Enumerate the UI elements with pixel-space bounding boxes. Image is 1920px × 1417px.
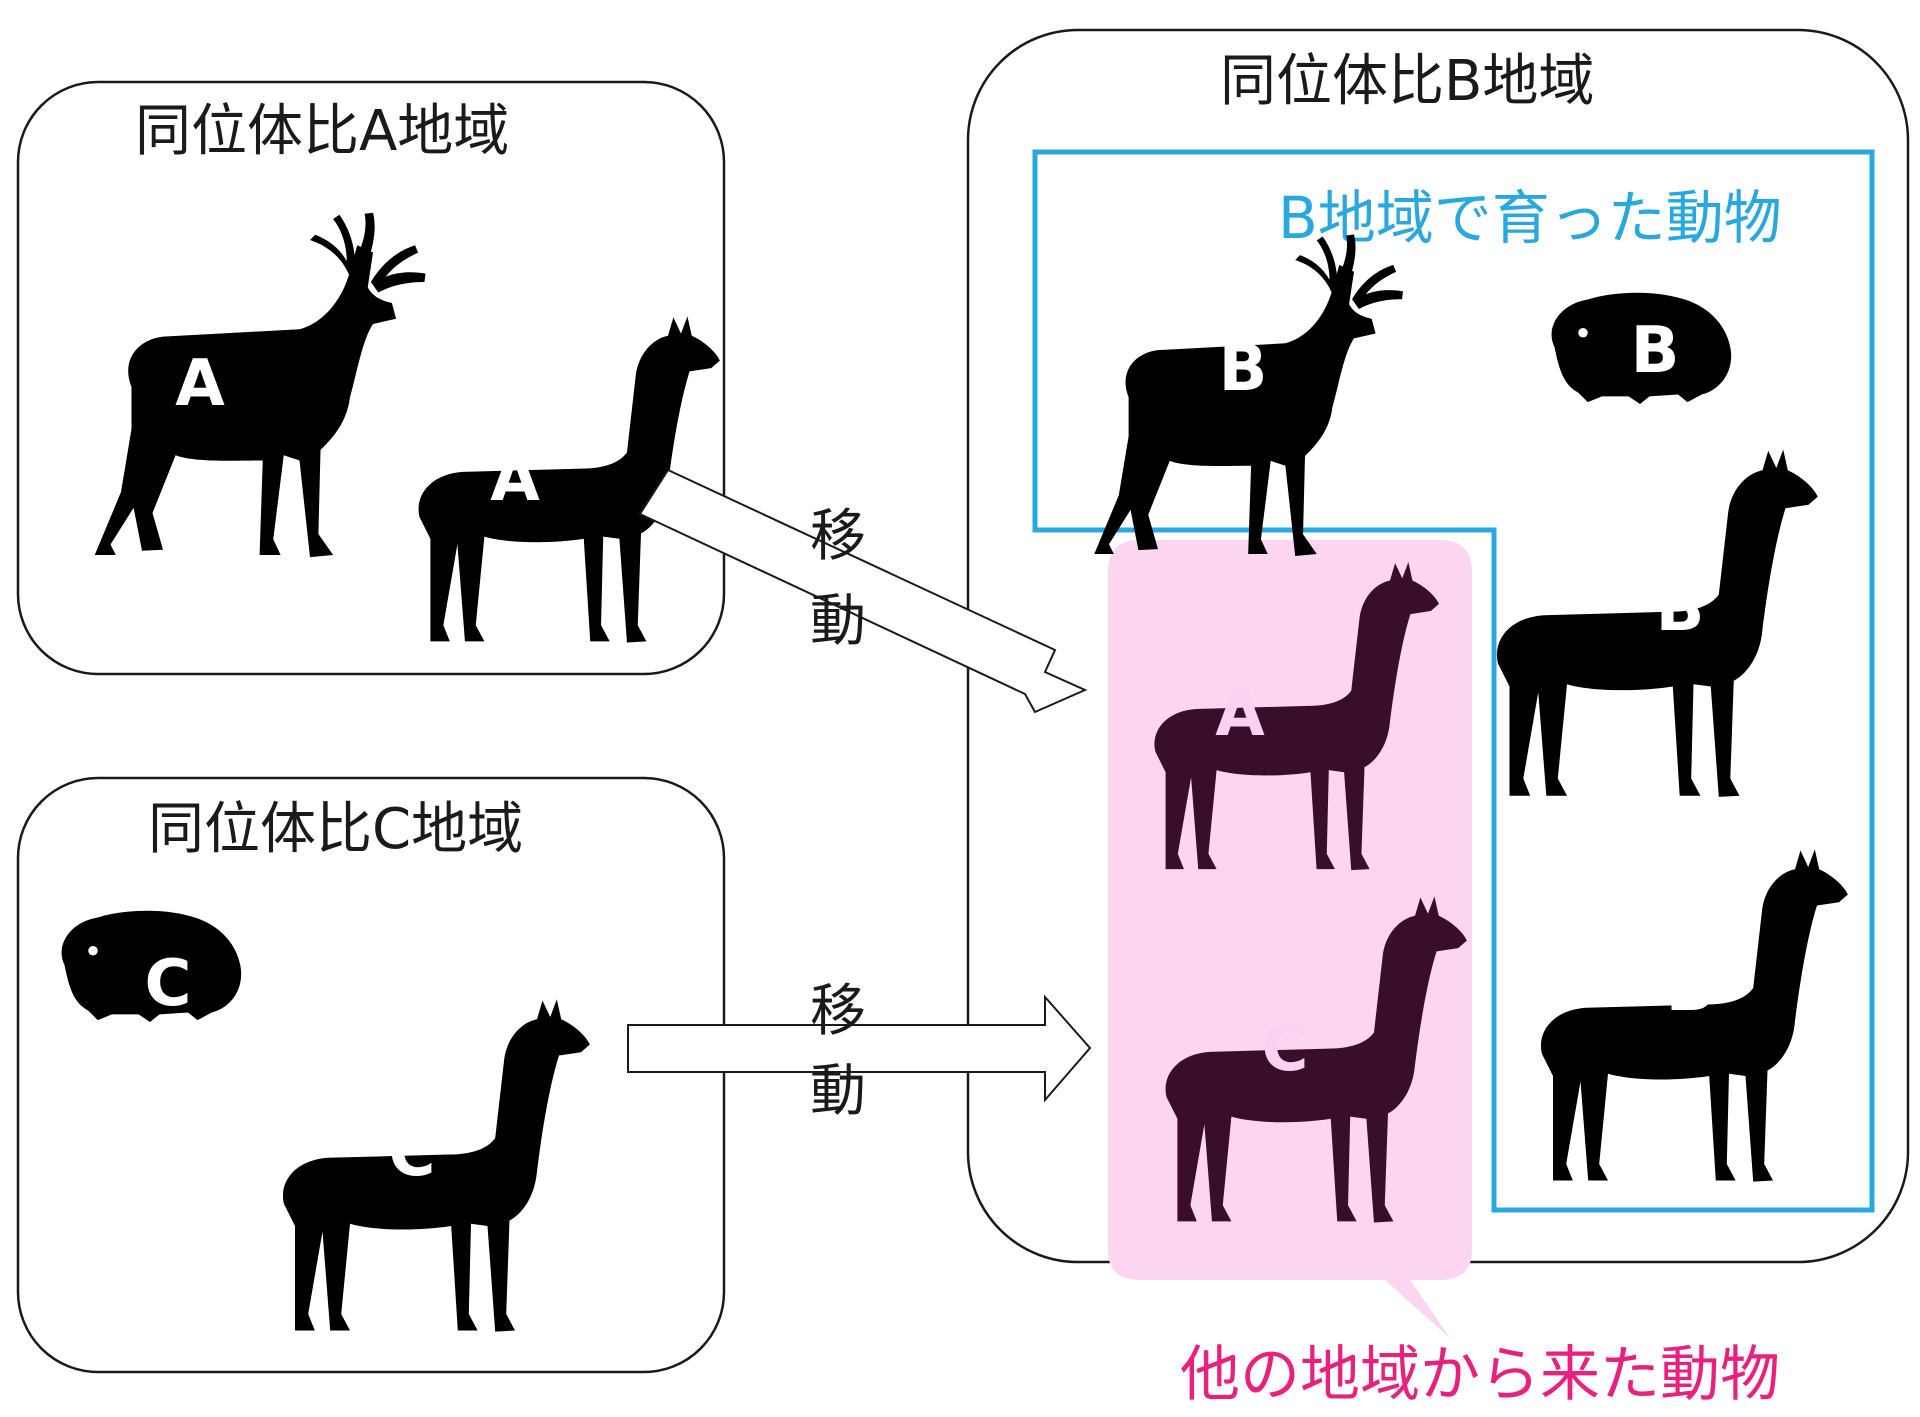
region-c-title: 同位体比C地域 (148, 797, 523, 862)
animal-label-c-guinea: C (145, 947, 192, 1021)
raised-in-b-label: B地域で育った動物 (1278, 184, 1782, 252)
animal-label-c-llama: C (389, 1117, 436, 1191)
animal-label-a-deer: A (175, 347, 225, 421)
animal-label-b-alpaca: B (1666, 952, 1715, 1026)
deer-silhouette (94, 212, 426, 558)
animal-label-b-deer: B (1219, 332, 1268, 406)
region-c-box (16, 776, 726, 1374)
animal-label-migrant-a: A (1215, 677, 1265, 751)
animal-label-b-guinea: B (1631, 314, 1680, 388)
move-arrow-c-to-b (627, 994, 1092, 1103)
animal-label-b-llama: B (1656, 572, 1705, 646)
animal-label-migrant-c: C (1262, 1012, 1309, 1086)
animal-label-a-alpaca: A (490, 442, 540, 516)
raised-in-b-outline (1032, 149, 1875, 1213)
llama-silhouette (282, 999, 590, 1332)
region-a-title: 同位体比A地域 (135, 99, 509, 164)
move-label-top-2: 移 (810, 979, 866, 1044)
region-b-title: 同位体比B地域 (1220, 49, 1594, 114)
move-label-bottom-1: 動 (810, 589, 866, 654)
move-arrow-a-to-b (638, 468, 1088, 714)
move-label-top-1: 移 (810, 504, 866, 569)
move-label-bottom-2: 動 (810, 1059, 866, 1124)
from-other-region-label: 他の地域から来た動物 (1180, 1340, 1780, 1410)
region-a-box (16, 80, 726, 676)
